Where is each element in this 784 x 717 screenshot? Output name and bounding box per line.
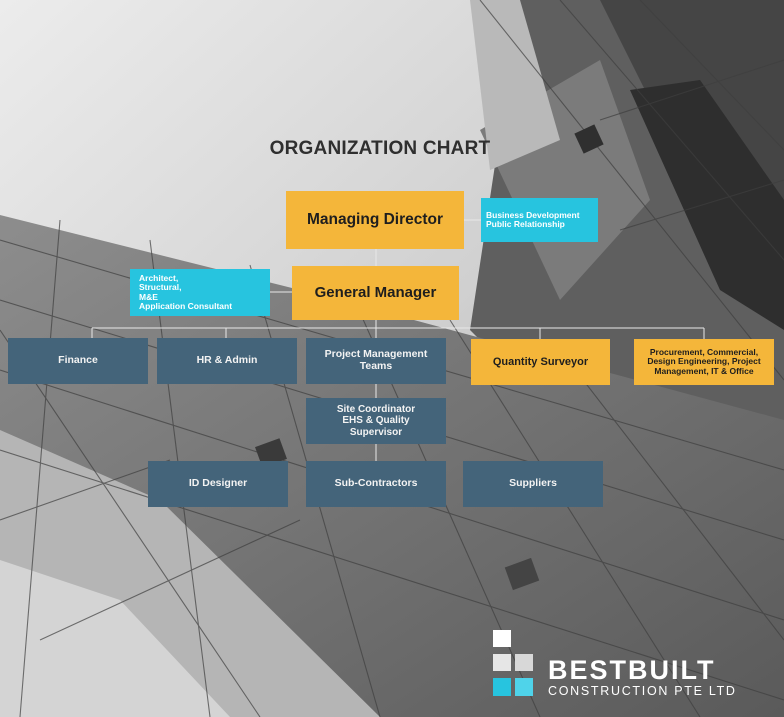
node-project-management-teams[interactable]: Project Management Teams (306, 338, 446, 384)
chart-title: ORGANIZATION CHART (269, 138, 491, 159)
node-hr-admin[interactable]: HR & Admin (157, 338, 297, 384)
node-business-development[interactable]: Business Development Public Relationship (481, 198, 598, 242)
node-consultants[interactable]: Architect, Structural, M&E Application C… (130, 269, 270, 316)
logo-subtitle: CONSTRUCTION PTE LTD (548, 684, 737, 698)
node-procurement[interactable]: Procurement, Commercial, Design Engineer… (634, 339, 774, 385)
node-finance[interactable]: Finance (8, 338, 148, 384)
node-managing-director[interactable]: Managing Director (286, 191, 464, 249)
node-suppliers[interactable]: Suppliers (463, 461, 603, 507)
node-site-coordinator[interactable]: Site Coordinator EHS & Quality Superviso… (306, 398, 446, 444)
node-general-manager[interactable]: General Manager (292, 266, 459, 320)
node-quantity-surveyor[interactable]: Quantity Surveyor (471, 339, 610, 385)
node-id-designer[interactable]: ID Designer (148, 461, 288, 507)
bestbuilt-logo-icon (493, 630, 533, 696)
logo-name: BESTBUILT (548, 655, 716, 685)
node-sub-contractors[interactable]: Sub-Contractors (306, 461, 446, 507)
